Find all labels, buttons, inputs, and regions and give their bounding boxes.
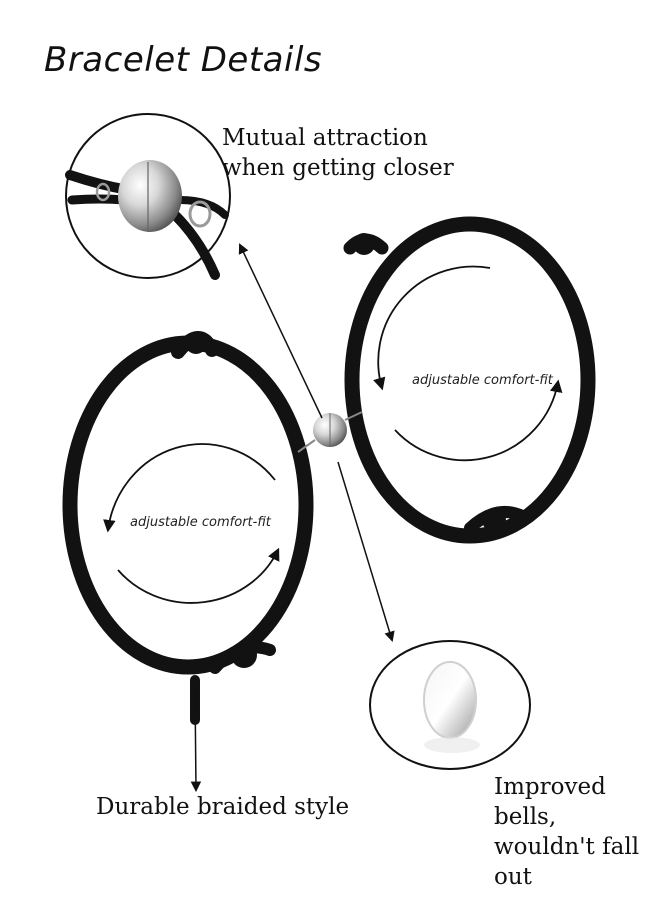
mutual-attraction-line-2: when getting closer xyxy=(222,155,454,181)
clasp-detail-circle xyxy=(65,113,231,280)
page-title: Bracelet Details xyxy=(44,40,323,80)
right-fit-arrow-upper xyxy=(373,265,491,391)
right-bracelet xyxy=(343,216,596,544)
durable-braided-label: Durable braided style xyxy=(96,794,350,820)
bell-callout-arrow xyxy=(337,461,395,643)
cord-callout-arrow xyxy=(190,687,202,793)
clasp-callout-arrow xyxy=(238,243,323,419)
left-fit-arrow-upper xyxy=(103,443,276,533)
adjustable-fit-label-left: adjustable comfort-fit xyxy=(130,515,271,530)
improved-bells-line-1: Improved bells, xyxy=(494,774,606,830)
bell-detail-circle xyxy=(369,640,531,770)
adjustable-fit-label-right: adjustable comfort-fit xyxy=(412,373,553,388)
mutual-attraction-line-1: Mutual attraction xyxy=(222,125,428,151)
mutual-attraction-label: Mutual attraction when getting closer xyxy=(222,123,454,183)
right-fit-arrow-lower xyxy=(394,379,563,462)
left-fit-arrow-lower xyxy=(117,547,280,604)
left-bracelet xyxy=(62,331,314,725)
center-clasp xyxy=(297,411,363,453)
improved-bells-label: Improved bells, wouldn't fall out xyxy=(494,772,660,892)
improved-bells-line-2: wouldn't fall out xyxy=(494,834,640,890)
